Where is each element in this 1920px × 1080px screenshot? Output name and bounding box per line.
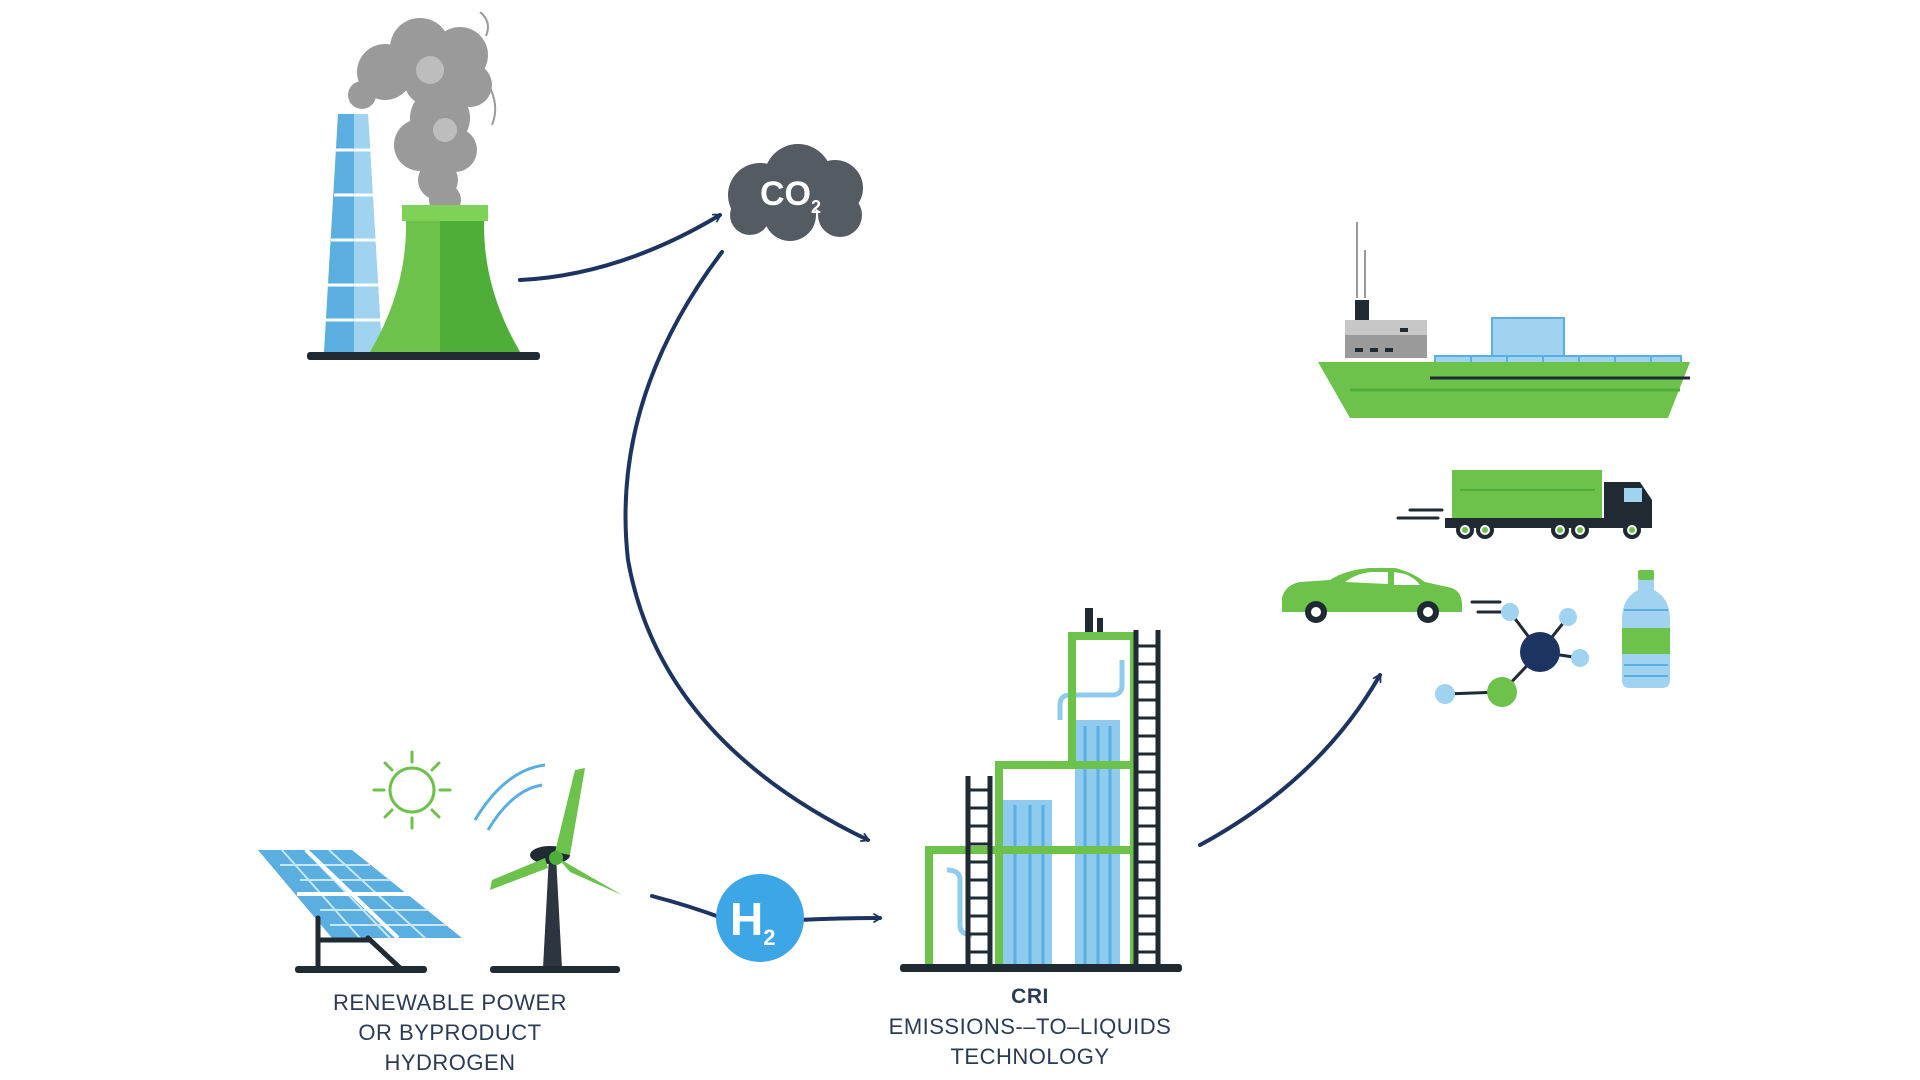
solar-panel-icon bbox=[258, 848, 462, 973]
cri-caption: CRI EMISSIONS-–TO–LIQUIDS TECHNOLOGY bbox=[860, 982, 1200, 1072]
renewable-caption-line1: RENEWABLE POWER bbox=[332, 990, 568, 1015]
renewable-caption-line3: HYDROGEN bbox=[384, 1050, 516, 1075]
h2-icon: H2 bbox=[716, 874, 804, 962]
wind-turbine-icon bbox=[473, 763, 622, 973]
molecule-icon bbox=[1435, 603, 1589, 707]
truck-icon bbox=[1396, 470, 1652, 539]
bottle-icon bbox=[1622, 570, 1670, 688]
arrows bbox=[518, 213, 1382, 923]
co2-subscript: 2 bbox=[811, 197, 821, 217]
ship-icon bbox=[1318, 222, 1690, 418]
arrow-cri-to-products bbox=[1198, 673, 1382, 847]
arrow-co2-to-cri bbox=[623, 250, 870, 842]
left-ladder bbox=[965, 776, 993, 968]
cri-caption-line1: CRI bbox=[1011, 985, 1049, 1008]
arrow-renewable-to-h2 bbox=[650, 894, 724, 920]
svg-text:H2: H2 bbox=[730, 893, 775, 950]
cri-plant-icon bbox=[900, 608, 1182, 972]
cri-caption-line2: EMISSIONS-–TO–LIQUIDS bbox=[888, 1014, 1172, 1039]
co2-cloud-icon: CO2 bbox=[728, 144, 863, 241]
arrow-h2-to-cri bbox=[796, 913, 882, 923]
sun-icon bbox=[372, 750, 452, 830]
car-icon bbox=[1282, 568, 1512, 623]
right-ladder bbox=[1133, 630, 1161, 968]
cri-caption-line3: TECHNOLOGY bbox=[950, 1044, 1110, 1069]
svg-text:CO2: CO2 bbox=[760, 175, 821, 217]
arrow-factory-to-co2 bbox=[518, 213, 722, 282]
co2-label: CO bbox=[760, 175, 811, 213]
h2-subscript: 2 bbox=[763, 925, 775, 950]
renewable-caption-line2: OR BYPRODUCT bbox=[358, 1020, 542, 1045]
factory-icon bbox=[307, 11, 540, 360]
renewable-caption: RENEWABLE POWER OR BYPRODUCT HYDROGEN bbox=[300, 988, 600, 1078]
h2-label: H bbox=[730, 893, 763, 945]
